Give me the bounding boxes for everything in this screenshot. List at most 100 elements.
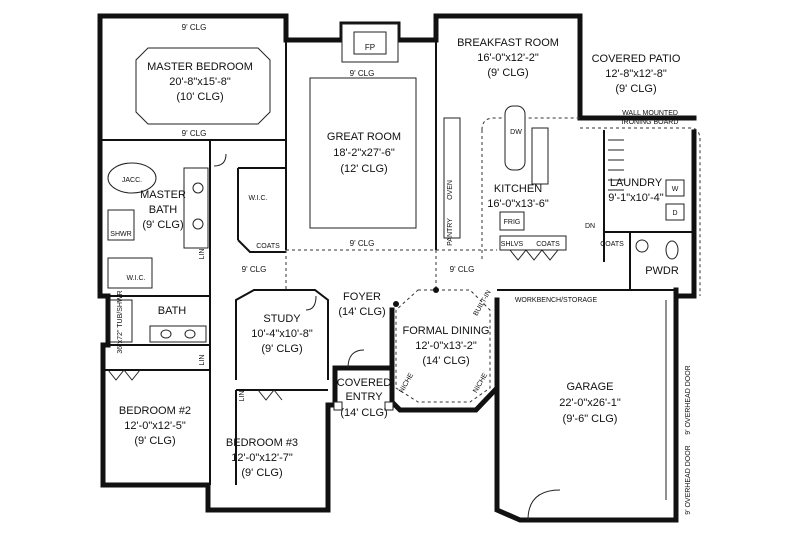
garage-size: 22'-0"x26'-1"	[559, 397, 621, 409]
wic-label-bath: W.I.C.	[126, 275, 145, 282]
laundry-name: LAUNDRY	[610, 177, 663, 189]
dining-tray	[395, 289, 491, 403]
kitchen-wall-counter	[443, 117, 461, 239]
master-bedroom-name: MASTER BEDROOM	[147, 61, 253, 73]
shower-label: SHWR	[110, 231, 131, 238]
breakfast-room-name: BREAKFAST ROOM	[457, 37, 559, 49]
bedroom3-size: 12'-0"x12'-7"	[231, 452, 293, 464]
entry-column-left	[333, 401, 343, 411]
laundry-size: 9'-1"x10'-4"	[608, 192, 664, 204]
wic-label-master: W.I.C.	[248, 195, 267, 202]
pantry-label: PANTRY	[447, 218, 454, 246]
shelves-label: SHLVS	[501, 241, 524, 248]
great-room-clg: (12' CLG)	[340, 163, 387, 175]
pwdr-name: PWDR	[645, 265, 679, 277]
linen-label-hall: LIN	[199, 355, 206, 366]
ceiling-lines	[135, 47, 701, 403]
formal-dining-name: FORMAL DINING	[403, 325, 490, 337]
wall-coats	[237, 239, 286, 253]
bedroom3-clg: (9' CLG)	[241, 467, 282, 479]
covered-patio-size: 12'-8"x12'-8"	[605, 68, 667, 80]
niche-label-right: NICHE	[472, 372, 489, 395]
linen-label-bed3: LIN	[239, 391, 246, 402]
kitchen-island	[504, 105, 526, 171]
bath-sink	[160, 329, 172, 339]
breakfast-room-size: 16'-0"x12'-2"	[477, 52, 539, 64]
closet-bifold-coats	[509, 249, 559, 261]
entry-column-right	[384, 401, 394, 411]
coats-label-hall: COATS	[256, 243, 280, 250]
garage-stairs	[608, 139, 624, 191]
great-room-name: GREAT ROOM	[327, 131, 401, 143]
foyer-clg: (14' CLG)	[338, 306, 385, 318]
dishwasher-label: DW	[510, 129, 522, 136]
study-size: 10'-4"x10'-8"	[251, 328, 313, 340]
dryer-label: D	[672, 210, 677, 217]
ironing-label-2: IRONING BOARD	[622, 119, 679, 126]
dryer	[665, 203, 685, 221]
overhead-door-label-top: 9' OVERHEAD DOOR	[685, 365, 692, 434]
great-room-size: 18'-2"x27'-6"	[333, 147, 395, 159]
dining-column	[393, 301, 399, 307]
mbr-tray	[135, 47, 271, 125]
clg-label-hall: 9' CLG	[242, 265, 267, 274]
master-bath-name2: BATH	[149, 204, 178, 216]
master-bath-clg: (9' CLG)	[142, 219, 183, 231]
formal-dining-size: 12'-0"x13'-2"	[415, 340, 477, 352]
closet-bifold-bed2	[107, 369, 141, 381]
interior-walls	[100, 40, 694, 485]
study-name: STUDY	[263, 313, 301, 325]
garage-name: GARAGE	[566, 381, 613, 393]
room-labels: MASTER BEDROOM 20'-8"x15'-8" (10' CLG) G…	[119, 37, 681, 479]
stairs-down-label: DN	[585, 223, 595, 230]
kitchen-size: 16'-0"x13'-6"	[487, 198, 549, 210]
wall-master-wing	[97, 13, 331, 513]
clg-label-mbr-top: 9' CLG	[182, 23, 207, 32]
washer-label: W	[672, 186, 679, 193]
vanity	[183, 167, 209, 249]
wic-bath	[107, 257, 153, 289]
garage-door-swing	[527, 489, 561, 521]
bath-sink-2	[184, 329, 196, 339]
bedroom2-name: BEDROOM #2	[119, 405, 191, 417]
door-swing-bath	[213, 153, 227, 167]
pwdr-sink	[635, 239, 649, 253]
coats-label-laundry: COATS	[600, 241, 624, 248]
fireplace	[341, 23, 399, 63]
sink-1	[192, 182, 204, 194]
great-room-tray	[309, 77, 417, 229]
wall-study	[235, 289, 329, 380]
builtin-label: BUILT-IN	[473, 289, 493, 317]
master-bedroom-size: 20'-8"x15'-8"	[169, 76, 231, 88]
pwdr-toilet	[665, 240, 679, 260]
foyer-name: FOYER	[343, 291, 381, 303]
jacuzzi-label: JACC.	[122, 177, 142, 184]
covered-entry-clg: (14' CLG)	[340, 407, 387, 419]
covered-patio-clg: (9' CLG)	[615, 83, 656, 95]
kitchen-counter-right	[531, 127, 549, 185]
frig-label: FRIG	[504, 219, 521, 226]
bedroom3-name: BEDROOM #3	[226, 437, 298, 449]
tub-label: 36"x72" TUB/SHWR	[117, 290, 124, 353]
patio-soffit	[580, 127, 701, 296]
annotations: 9' CLG 9' CLG 9' CLG 9' CLG 9' CLG 9' CL…	[110, 23, 692, 515]
wall-laundry-right	[673, 129, 697, 299]
overhead-door-label-bottom: 9' OVERHEAD DOOR	[685, 445, 692, 514]
oven-label: OVEN	[447, 180, 454, 200]
shower	[107, 209, 135, 241]
bath-vanity	[149, 325, 207, 343]
clg-label-great-top: 9' CLG	[350, 69, 375, 78]
foyer-column	[433, 287, 439, 293]
clg-label-kitchen: 9' CLG	[450, 265, 475, 274]
kitchen-shelves	[499, 235, 567, 251]
kitchen-name: KITCHEN	[494, 183, 542, 195]
door-swing-study	[305, 295, 317, 311]
covered-entry-name2: ENTRY	[345, 391, 383, 403]
master-bedroom-clg: (10' CLG)	[176, 91, 223, 103]
fireplace-label: FP	[365, 43, 375, 52]
wall-garage	[494, 293, 679, 523]
breakfast-room-clg: (9' CLG)	[487, 67, 528, 79]
door-swing-entry	[347, 349, 365, 369]
bedroom2-size: 12'-0"x12'-5"	[124, 420, 186, 432]
fireplace-firebox	[353, 31, 387, 55]
